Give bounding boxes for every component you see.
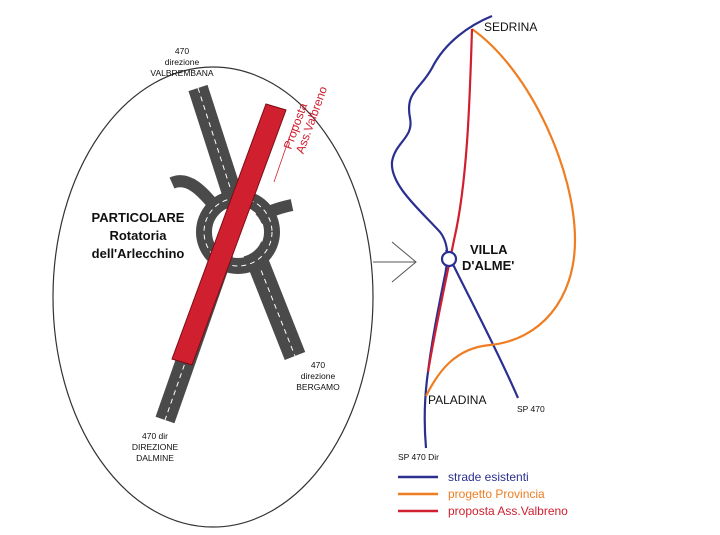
svg-text:BERGAMO: BERGAMO: [296, 382, 340, 392]
inset-title-line2: Rotatoria: [109, 228, 167, 243]
valbreno-route: [426, 28, 474, 373]
legend-item-valbreno: proposta Ass.Valbreno: [398, 504, 568, 518]
existing-road-main: [390, 14, 493, 449]
provincia-route: [425, 28, 577, 397]
inset-detail: Proposta Ass.Valbreno PARTICOLARE Rotato…: [52, 46, 374, 528]
svg-text:direzione: direzione: [301, 371, 336, 381]
label-sp470: SP 470: [517, 404, 545, 414]
detail-pointer: [373, 241, 417, 283]
svg-text:strade esistenti: strade esistenti: [448, 470, 529, 484]
villa-roundabout-marker: [440, 250, 458, 268]
label-bergamo: 470 direzione BERGAMO: [296, 360, 340, 392]
inset-title: PARTICOLARE Rotatoria dell'Arlecchino: [92, 210, 185, 261]
label-dalmine: 470 dir DIREZIONE DALMINE: [132, 431, 179, 463]
svg-text:proposta Ass.Valbreno: proposta Ass.Valbreno: [448, 504, 568, 518]
roundabout-lane-marking: [203, 197, 273, 267]
place-sedrina: SEDRINA: [484, 20, 537, 34]
legend-item-existing: strade esistenti: [398, 470, 529, 484]
proposal-underpass: [171, 103, 287, 366]
svg-text:470 dir: 470 dir: [142, 431, 168, 441]
label-sp470-dir: SP 470 Dir: [398, 452, 439, 462]
inset-title-line3: dell'Arlecchino: [92, 246, 185, 261]
proposal-label-leader: [273, 123, 295, 183]
inset-title-line1: PARTICOLARE: [92, 210, 185, 225]
svg-text:DALMINE: DALMINE: [136, 453, 174, 463]
schematic-map: SEDRINA VILLA D'ALME' PALADINA SP 470 SP…: [390, 14, 577, 462]
svg-text:470: 470: [311, 360, 325, 370]
place-paladina: PALADINA: [428, 393, 486, 407]
label-valbrembana: 470 direzione VALBREMBANA: [150, 46, 213, 78]
svg-text:progetto Provincia: progetto Provincia: [448, 487, 545, 501]
legend: strade esistenti progetto Provincia prop…: [398, 470, 568, 518]
svg-text:DIREZIONE: DIREZIONE: [132, 442, 179, 452]
place-villa-line2: D'ALME': [462, 258, 514, 273]
legend-item-provincia: progetto Provincia: [398, 487, 545, 501]
svg-text:direzione: direzione: [165, 57, 200, 67]
svg-text:470: 470: [175, 46, 189, 56]
svg-text:VALBREMBANA: VALBREMBANA: [150, 68, 213, 78]
place-villa-line1: VILLA: [470, 242, 508, 257]
